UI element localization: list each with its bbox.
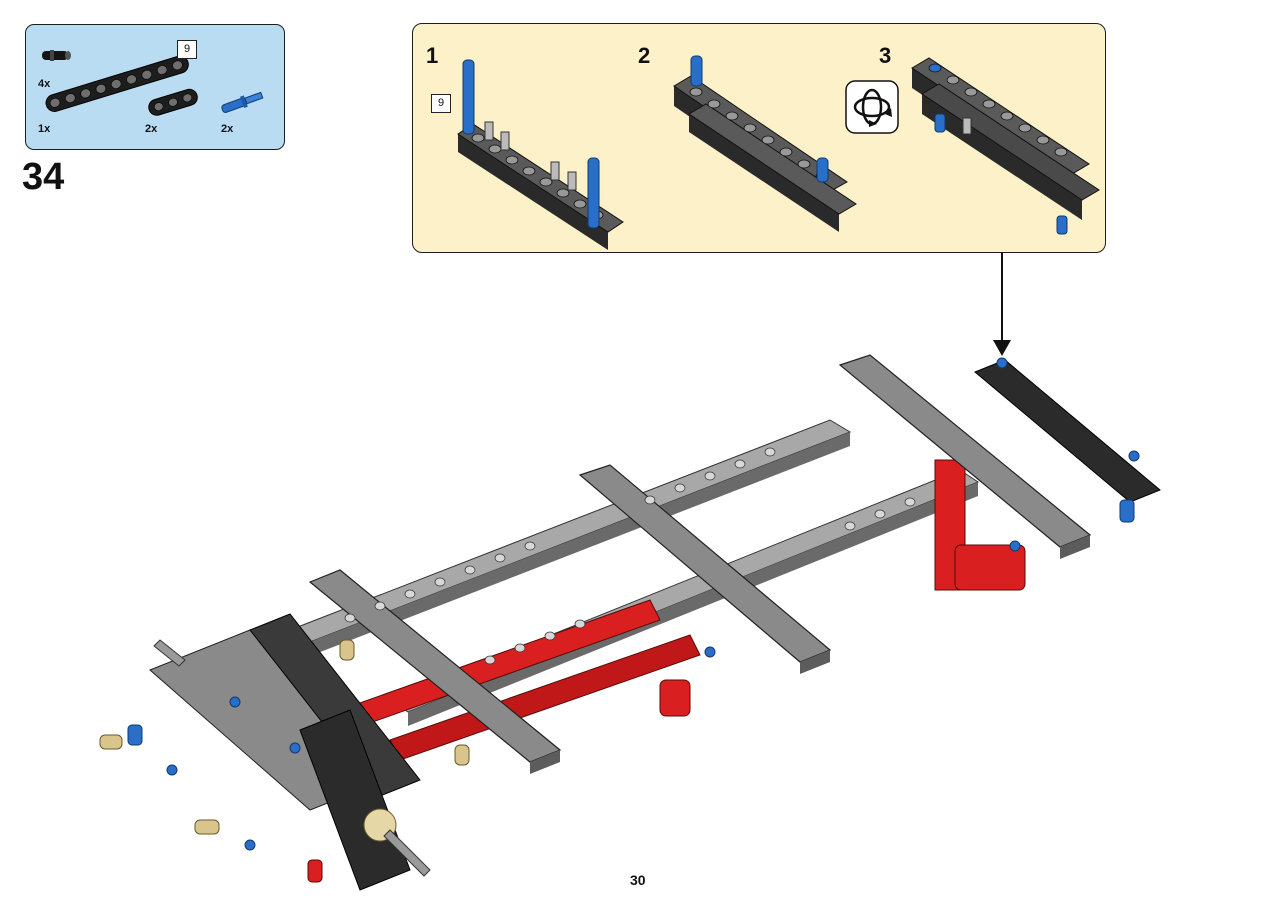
qty-label: 2x — [221, 123, 234, 135]
callout-arrow-icon — [993, 252, 1011, 356]
step-number: 34 — [22, 156, 65, 198]
beam-size-label: 9 — [431, 94, 451, 113]
rotate-model-icon — [845, 80, 899, 134]
qty-label: 1x — [38, 123, 51, 135]
sub-step-number: 3 — [879, 43, 892, 68]
qty-label: 2x — [145, 123, 158, 135]
parts-list-box: 4x 9 1x — [25, 24, 285, 150]
sub-step-1-beam-drawing — [457, 59, 624, 250]
connector-pin-icon — [42, 50, 71, 61]
beam-3-icon — [148, 88, 198, 116]
beam-9-icon — [45, 55, 189, 112]
sub-step-3-beam-drawing — [911, 57, 1100, 235]
sub-step-number: 2 — [638, 43, 651, 68]
page-number: 30 — [630, 872, 646, 888]
qty-label: 4x — [38, 78, 51, 90]
sub-assembly-panel: 1 2 3 9 — [412, 23, 1106, 253]
axle-pin-icon — [221, 91, 264, 113]
beam-size-label: 9 — [177, 40, 197, 59]
chassis-assembly-drawing — [99, 354, 1161, 891]
sub-step-number: 1 — [426, 43, 439, 68]
sub-step-2-beam-drawing — [673, 55, 857, 232]
